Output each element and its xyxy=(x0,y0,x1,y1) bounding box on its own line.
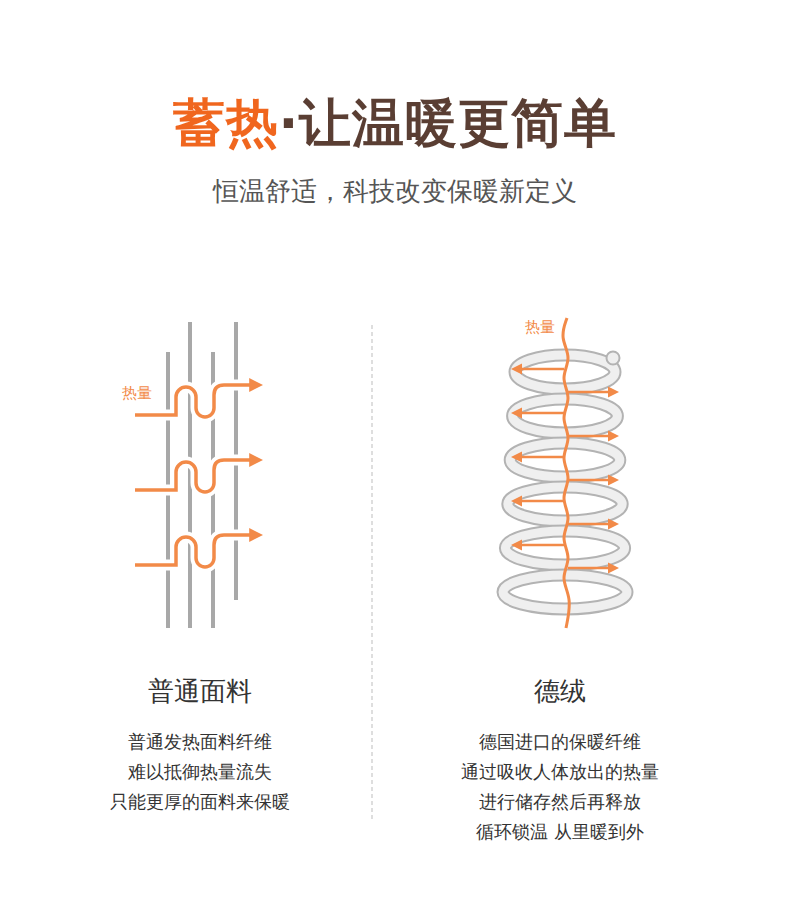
body-line: 只能更厚的面料来保暖 xyxy=(110,791,290,813)
divider-line xyxy=(371,325,372,822)
body-line: 普通发热面料纤维 xyxy=(128,731,272,753)
body-line: 德国进口的保暖纤维 xyxy=(479,731,641,753)
body-line: 难以抵御热量流失 xyxy=(128,761,272,783)
body-line: 进行储存然后再释放 xyxy=(479,791,641,813)
body-line: 循环锁温 从里暖到外 xyxy=(476,821,644,843)
heat-label: 热量 xyxy=(122,384,152,402)
page-title: 蓄热·让温暖更简单 xyxy=(173,92,618,154)
heat-flow-arrows xyxy=(135,385,252,567)
column-heading: 普通面料 xyxy=(148,676,252,707)
subtitle: 恒温舒适，科技改变保暖新定义 xyxy=(213,176,577,207)
heat-label: 热量 xyxy=(525,318,555,336)
heat-release-arrows xyxy=(520,318,610,628)
column-heading: 德绒 xyxy=(534,676,586,707)
body-line: 通过吸收人体放出的热量 xyxy=(461,761,659,783)
